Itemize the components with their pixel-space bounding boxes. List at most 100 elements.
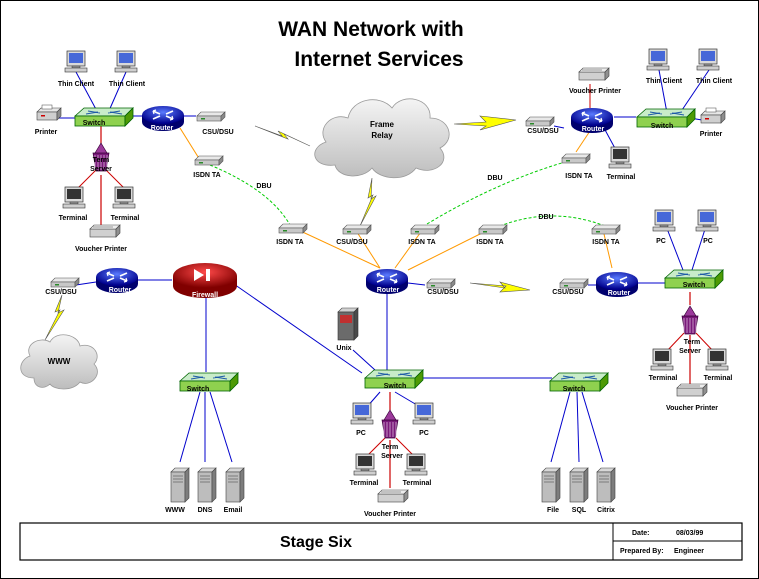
svg-text:Voucher Printer: Voucher Printer	[666, 405, 718, 412]
svg-text:Thin Client: Thin Client	[109, 81, 146, 88]
router-top-left: Router	[141, 105, 185, 132]
terminal-left-1: Terminal	[59, 186, 87, 222]
svg-text:Term: Term	[382, 444, 399, 451]
svg-text:Email: Email	[224, 507, 243, 514]
pc-center-left: PC	[350, 402, 374, 437]
terminal-east-1: Terminal	[649, 348, 677, 382]
csu-dsu-mid: CSU/DSU	[336, 224, 372, 246]
link-pc2-switch-east	[691, 225, 707, 271]
svg-text:CSU/DSU: CSU/DSU	[527, 128, 559, 135]
svg-text:CSU/DSU: CSU/DSU	[427, 289, 459, 296]
svg-text:Citrix: Citrix	[597, 507, 615, 514]
isdn-ta-mid-2: ISDN TA	[408, 224, 440, 246]
link-thinclient2-switch	[107, 71, 127, 114]
svg-text:ISDN TA: ISDN TA	[592, 239, 619, 246]
printer-right: Printer	[700, 107, 726, 138]
switch-dmz: Switch	[179, 372, 239, 393]
server-www: WWW	[165, 467, 190, 514]
svg-text:PC: PC	[419, 430, 429, 437]
csu-dsu-east: CSU/DSU	[552, 278, 589, 296]
svg-text:Unix: Unix	[336, 345, 351, 352]
server-sql: SQL	[569, 467, 589, 514]
isdn-ta-mid-3: ISDN TA	[476, 224, 508, 246]
svg-text:Terminal: Terminal	[704, 375, 733, 382]
svg-text:Switch: Switch	[83, 120, 106, 127]
terminal-center-2: Terminal	[403, 453, 431, 487]
thin-client-3: Thin Client	[646, 48, 683, 85]
frame-relay-cloud: Frame Relay	[314, 98, 450, 179]
svg-text:PC: PC	[703, 238, 713, 245]
svg-text:Server: Server	[381, 453, 403, 460]
link-csu-router-center	[354, 228, 381, 269]
csu-dsu-top-left: CSU/DSU	[196, 111, 234, 136]
svg-text:Router: Router	[151, 125, 174, 132]
unix-server: Unix	[336, 307, 359, 352]
thin-client-4: Thin Client	[696, 48, 733, 85]
svg-text:Thin Client: Thin Client	[646, 78, 683, 85]
link-csu-router-west	[75, 281, 97, 286]
stage-title: Stage Six	[280, 534, 352, 551]
terminal-top-right: Terminal	[607, 146, 636, 181]
router-east: Router	[595, 271, 639, 298]
svg-text:Switch: Switch	[187, 386, 210, 393]
frame-relay-label-2: Relay	[371, 131, 393, 140]
switch-top-left: Switch	[74, 107, 134, 127]
pc-east-1: PC	[652, 209, 676, 245]
svg-text:CSU/DSU: CSU/DSU	[202, 129, 234, 136]
svg-text:Terminal: Terminal	[111, 215, 140, 222]
switch-top-right: Switch	[636, 108, 696, 130]
prepared-by-value: Engineer	[674, 548, 704, 555]
link-thinclient3-switch	[658, 69, 668, 114]
svg-text:DNS: DNS	[198, 507, 213, 514]
svg-text:WWW: WWW	[165, 507, 185, 514]
thin-client-1: Thin Client	[58, 50, 95, 88]
www-cloud-label: WWW	[48, 357, 71, 366]
svg-text:Printer: Printer	[35, 129, 58, 136]
link-router-isdn-topleft	[179, 127, 201, 161]
svg-text:CSU/DSU: CSU/DSU	[336, 239, 368, 246]
svg-text:Router: Router	[582, 126, 605, 133]
csu-dsu-top-right: CSU/DSU	[525, 116, 559, 135]
diagram-title-line2: Internet Services	[294, 48, 463, 71]
diagram-title-line1: WAN Network with	[278, 18, 464, 41]
svg-text:Thin Client: Thin Client	[696, 78, 733, 85]
lightning-frame-relay-right	[453, 115, 517, 131]
svg-text:Router: Router	[608, 290, 631, 297]
svg-text:ISDN TA: ISDN TA	[565, 173, 592, 180]
svg-text:Terminal: Terminal	[607, 174, 636, 181]
dbu-link-right	[494, 215, 606, 229]
prepared-by-label: Prepared By:	[620, 548, 664, 555]
isdn-ta-mid-4: ISDN TA	[591, 224, 621, 246]
svg-text:Term: Term	[93, 157, 110, 164]
dbu-link-center	[426, 159, 573, 225]
frame-relay-label-1: Frame	[370, 120, 395, 129]
svg-text:PC: PC	[656, 238, 666, 245]
link-thinclient1-switch	[75, 71, 99, 114]
voucher-printer-top-right: Voucher Printer	[569, 67, 621, 95]
server-citrix: Citrix	[596, 467, 616, 514]
svg-text:Voucher Printer: Voucher Printer	[75, 246, 127, 253]
switch-east: Switch	[664, 269, 724, 289]
link-unix-switch	[352, 349, 376, 371]
wan-links	[44, 115, 531, 341]
printer-left: Printer	[35, 104, 62, 136]
svg-text:ISDN TA: ISDN TA	[476, 239, 503, 246]
link-isdn3-router-center	[407, 228, 491, 271]
title-block: Stage Six Date: 08/03/99 Prepared By: En…	[19, 522, 743, 561]
lightning-wan-east	[469, 281, 531, 293]
lightning-www	[44, 294, 65, 341]
switch-server-farm: Switch	[549, 372, 609, 393]
link-termserver-terminal2-center	[395, 437, 415, 457]
link-termserver-terminal1-center	[366, 437, 386, 457]
server-file: File	[541, 467, 561, 514]
voucher-printer-left: Voucher Printer	[75, 224, 127, 253]
link-firewall-switch-center	[230, 281, 363, 374]
router-center: Router	[365, 268, 409, 295]
server-dns: DNS	[197, 467, 217, 514]
link-isdn4-router-right	[603, 233, 613, 269]
svg-text:Voucher Printer: Voucher Printer	[364, 511, 416, 518]
svg-text:CSU/DSU: CSU/DSU	[45, 289, 77, 296]
